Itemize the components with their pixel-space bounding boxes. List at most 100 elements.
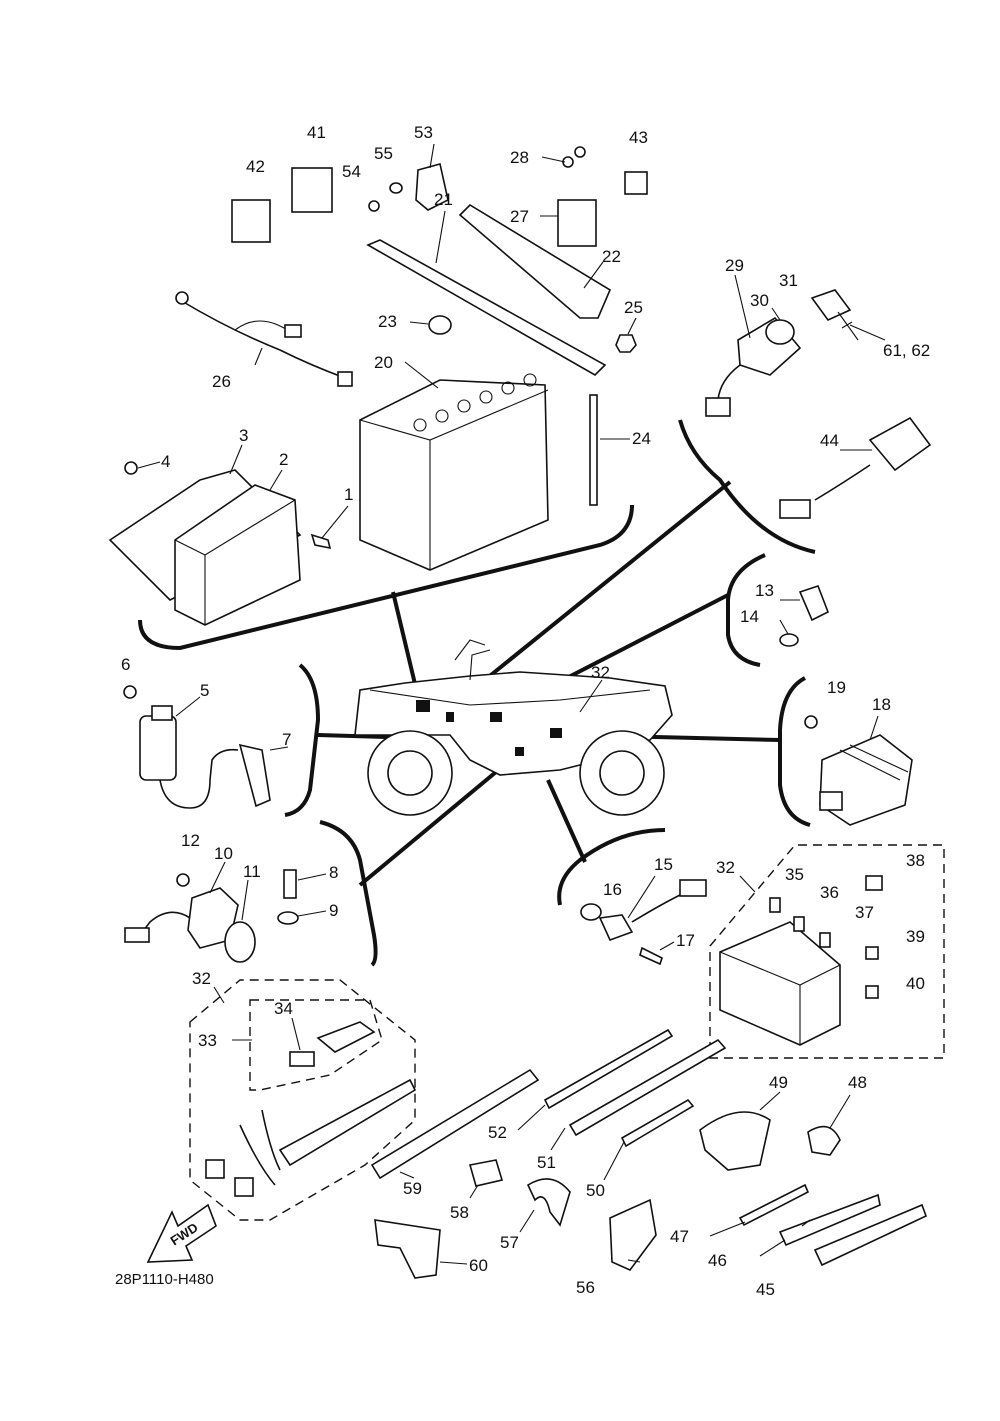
band-51 (568, 1038, 727, 1137)
switch-lead (717, 364, 741, 401)
band-47 (738, 1183, 810, 1227)
callout-49: 49 (769, 1073, 788, 1092)
leader-8 (297, 873, 327, 881)
callout-47: 47 (670, 1227, 689, 1246)
callout-27: 27 (510, 207, 529, 226)
leader-16 (627, 875, 656, 919)
leader-3 (229, 444, 243, 475)
battery-body (359, 379, 549, 571)
socket-connector (779, 499, 811, 519)
battery-cap-4 (479, 390, 493, 404)
washer-14 (779, 633, 799, 647)
callout-31: 31 (779, 271, 798, 290)
leader-52 (517, 1104, 546, 1131)
battery (359, 373, 549, 571)
leader-1 (321, 505, 349, 539)
callout-50: 50 (586, 1181, 605, 1200)
sub-lead-term-a (205, 1159, 225, 1179)
starter-relay-27 (557, 199, 597, 247)
bolt-54 (368, 200, 380, 212)
callout-52: 52 (488, 1123, 507, 1142)
main-switch-group (705, 289, 859, 417)
callout-11: 11 (243, 862, 261, 881)
leader-57 (519, 1209, 535, 1233)
leader-61-62 (849, 324, 886, 341)
battery-cap-5 (501, 381, 515, 395)
sensor-15-lead (631, 894, 681, 923)
thermo-group (779, 584, 830, 647)
relay-43 (624, 171, 648, 195)
frame-crank-group (557, 828, 666, 906)
rectifier-connector (819, 791, 843, 811)
atv-handle (454, 639, 486, 661)
battery-band-21 (366, 239, 607, 376)
callout-44: 44 (820, 431, 839, 450)
fuse-36 (793, 916, 805, 932)
plug-cap-7 (238, 743, 271, 808)
leader-30 (771, 307, 781, 321)
leader-7 (269, 746, 289, 751)
fuse-35 (769, 897, 781, 913)
callout-4: 4 (161, 452, 170, 471)
rectifier-18 (819, 734, 913, 826)
battery-cap-2 (435, 409, 449, 423)
clamp-60 (374, 1219, 441, 1279)
connector-34 (289, 1051, 315, 1067)
callout-16: 16 (603, 880, 622, 899)
leader-11 (241, 879, 249, 921)
callout-25: 25 (624, 298, 643, 317)
frame-battery-group (138, 504, 634, 651)
atv-mark-b (446, 712, 454, 722)
leader-51 (550, 1127, 566, 1151)
callout-28: 28 (510, 148, 529, 167)
relay-41 (291, 167, 333, 213)
callout-60: 60 (469, 1256, 488, 1275)
screw-1 (310, 533, 332, 550)
lead-terminal (337, 371, 353, 387)
battery-band (366, 203, 637, 506)
leader-48 (829, 1094, 851, 1129)
clamp-57 (526, 1178, 571, 1227)
leader-25 (627, 317, 637, 335)
callout-23: 23 (378, 312, 397, 331)
bolt-6 (123, 685, 137, 699)
sub-lead-term-b (234, 1177, 254, 1197)
leader-29 (734, 274, 751, 339)
callout-20: 20 (374, 353, 393, 372)
leader-47 (709, 1221, 746, 1237)
fwd-arrow-shape (146, 1203, 217, 1263)
callout-2: 2 (279, 450, 288, 469)
leader-34 (291, 1017, 301, 1051)
callout-32-atv: 32 (591, 663, 610, 682)
callout-54: 54 (342, 162, 361, 181)
leader-20 (404, 361, 439, 389)
nut-25 (615, 334, 637, 353)
atv-mark-e (550, 728, 562, 738)
key-31 (810, 289, 852, 321)
frame-rectifier-group (778, 676, 811, 827)
leader-58 (469, 1184, 479, 1199)
washer-55 (389, 182, 403, 194)
leader-26 (254, 347, 263, 366)
relay-42 (231, 199, 271, 243)
speed-sensor-group (124, 873, 256, 963)
fuse-box-group (709, 844, 945, 1059)
callout-19: 19 (827, 678, 846, 697)
clamp-49 (699, 1111, 771, 1171)
callout-34: 34 (274, 999, 293, 1018)
callout-labels: 1 2 3 4 5 6 7 8 9 10 11 12 13 14 15 16 1… (121, 123, 930, 1299)
thermo-13 (798, 584, 830, 622)
leader-60 (439, 1261, 468, 1265)
leader-5 (175, 696, 201, 717)
leader-14 (779, 619, 789, 635)
atv-vehicle (354, 639, 673, 816)
coil-top (151, 705, 173, 721)
battery-cap-1 (413, 418, 427, 432)
callout-51: 51 (537, 1153, 556, 1172)
leader-49 (759, 1091, 781, 1111)
leader-18 (869, 715, 879, 741)
clamp-58 (468, 1159, 504, 1187)
bolt-4 (124, 461, 138, 475)
